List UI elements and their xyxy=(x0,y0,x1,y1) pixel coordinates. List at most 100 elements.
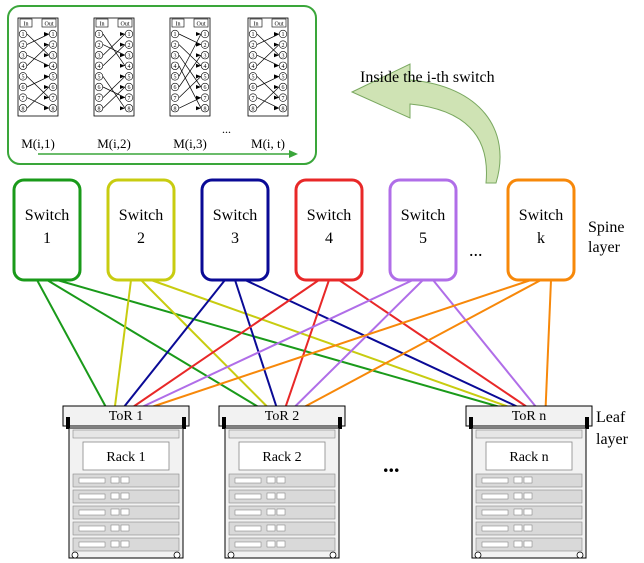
input-port-number: 5 xyxy=(98,75,101,81)
output-port-number: 7 xyxy=(128,96,131,102)
output-port-number: 8 xyxy=(282,106,285,112)
input-port xyxy=(94,51,104,60)
permutation-link xyxy=(256,33,280,56)
permutation-arrowhead xyxy=(196,53,201,58)
permutation-arrowhead xyxy=(196,63,201,68)
input-port xyxy=(170,29,180,39)
output-port-number: 6 xyxy=(52,85,55,91)
output-port xyxy=(200,40,210,49)
output-port-number: 2 xyxy=(128,43,131,49)
output-port xyxy=(124,93,134,102)
permutation-arrowhead xyxy=(196,32,201,36)
permutation-arrowhead xyxy=(196,74,201,79)
input-port xyxy=(170,40,180,49)
server-slot xyxy=(78,477,106,484)
input-port xyxy=(170,72,180,81)
output-port-number: 5 xyxy=(52,75,55,81)
output-port-number: 3 xyxy=(52,53,55,59)
input-port xyxy=(18,72,28,81)
permutation-link xyxy=(256,76,280,88)
matrix-stage-label: M(i,3) xyxy=(173,136,207,151)
spine-switch-title: Switch xyxy=(25,207,69,224)
server-slot xyxy=(234,525,262,532)
input-port xyxy=(170,61,180,70)
server-indicator xyxy=(120,524,130,532)
input-port-number: 7 xyxy=(174,96,177,102)
permutation-arrowhead xyxy=(274,63,279,68)
input-port-number: 5 xyxy=(174,75,177,81)
input-port xyxy=(248,82,258,92)
spine-switch-title: Switch xyxy=(307,207,351,224)
tor-post-right xyxy=(182,417,186,429)
input-port-number: 3 xyxy=(174,53,177,59)
input-port-number: 4 xyxy=(22,64,25,70)
tor-switch xyxy=(62,405,190,427)
output-port-number: 8 xyxy=(204,106,207,112)
permutation-arrowhead xyxy=(44,63,49,68)
server-indicator xyxy=(513,476,523,484)
link-switch2-tor2 xyxy=(140,279,272,411)
link-switch5-tor3 xyxy=(432,279,540,411)
output-port-number: 4 xyxy=(52,64,55,70)
permutation-arrowhead xyxy=(44,74,49,79)
permutation-link xyxy=(178,97,202,109)
permutation-link xyxy=(256,76,280,98)
output-port xyxy=(200,51,210,60)
permutation-link xyxy=(26,33,50,45)
permutation-arrowhead xyxy=(274,42,279,47)
out-label: Out xyxy=(275,22,284,28)
output-port xyxy=(278,40,288,49)
link-switch2-tor1 xyxy=(113,279,132,411)
output-port-number: 8 xyxy=(128,106,131,112)
in-label: In xyxy=(24,22,29,28)
server-indicator xyxy=(266,540,276,548)
input-port xyxy=(18,104,28,113)
output-port xyxy=(200,93,210,102)
stage-order-arrowhead xyxy=(289,150,298,158)
permutation-link xyxy=(178,55,202,88)
input-port xyxy=(94,61,104,70)
permutation-arrowhead xyxy=(196,42,201,47)
server-slot xyxy=(234,477,262,484)
permutation-link xyxy=(26,76,50,98)
server-indicator xyxy=(120,540,130,548)
output-port-number: 4 xyxy=(282,64,285,70)
link-switch1-tor2 xyxy=(46,279,265,411)
server-slot xyxy=(481,477,509,484)
output-port xyxy=(48,51,58,60)
input-port xyxy=(18,82,28,92)
output-port xyxy=(278,93,288,102)
server-slot xyxy=(481,493,509,500)
permutation-link xyxy=(256,44,280,67)
output-port xyxy=(278,82,288,92)
permutation-arrowhead xyxy=(120,53,125,58)
server-indicator xyxy=(513,524,523,532)
server-indicator xyxy=(120,508,130,516)
server-indicator xyxy=(266,492,276,500)
output-port-number: 6 xyxy=(128,85,131,91)
input-port xyxy=(248,29,258,39)
output-port-number: 2 xyxy=(204,43,207,49)
out-label: Out xyxy=(121,22,130,28)
input-port-number: 8 xyxy=(98,106,101,112)
spine-switch-title: Switch xyxy=(119,207,163,224)
output-port xyxy=(200,72,210,81)
server-indicator xyxy=(120,492,130,500)
permutation-arrowhead xyxy=(120,32,125,36)
in-header xyxy=(19,18,33,28)
server-slot xyxy=(481,525,509,532)
spine-switch-box xyxy=(294,178,364,282)
permutation-link xyxy=(26,54,50,67)
output-port xyxy=(48,61,58,70)
server-indicator xyxy=(523,524,533,532)
out-label: Out xyxy=(45,22,54,28)
